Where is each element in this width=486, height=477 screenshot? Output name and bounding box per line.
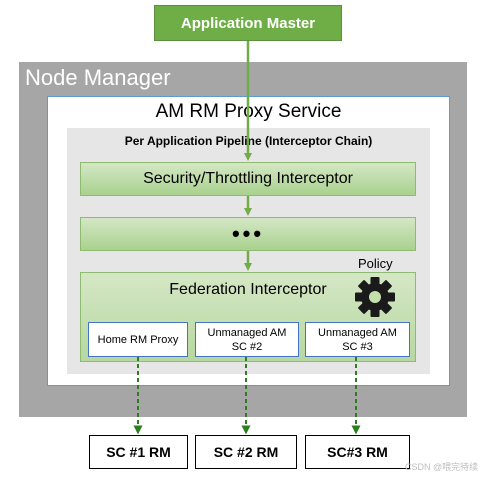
unmanaged-am-sc3-box: Unmanaged AM SC #3 <box>305 322 410 357</box>
sc1-rm-label: SC #1 RM <box>106 444 171 460</box>
unmanaged-am-sc2-line2: SC #2 <box>231 340 263 353</box>
security-interceptor-box: Security/Throttling Interceptor <box>80 162 416 196</box>
unmanaged-am-sc2-line1: Unmanaged AM <box>207 326 287 339</box>
sc3-rm-label: SC#3 RM <box>327 444 388 460</box>
sc3-rm-box: SC#3 RM <box>305 435 410 469</box>
application-master-box: Application Master <box>154 5 342 41</box>
home-rm-proxy-label: Home RM Proxy <box>97 333 179 346</box>
unmanaged-am-sc3-line2: SC #3 <box>342 340 373 353</box>
sc2-rm-box: SC #2 RM <box>195 435 297 469</box>
ellipsis-interceptor-box: ••• <box>80 217 416 251</box>
home-rm-proxy-box: Home RM Proxy <box>88 322 188 357</box>
federation-interceptor-title: Federation Interceptor <box>169 281 327 298</box>
unmanaged-am-sc2-box: Unmanaged AM SC #2 <box>195 322 299 357</box>
security-interceptor-label: Security/Throttling Interceptor <box>143 170 353 187</box>
watermark: CSDN @喂完待续 <box>405 462 479 472</box>
gear-icon <box>355 277 395 317</box>
policy-label: Policy <box>358 256 393 271</box>
sc2-rm-label: SC #2 RM <box>213 444 279 460</box>
application-master-label: Application Master <box>180 14 316 32</box>
sc1-rm-box: SC #1 RM <box>89 435 188 469</box>
node-manager-title: Node Manager <box>25 65 171 90</box>
ellipsis-label: ••• <box>231 221 265 246</box>
unmanaged-am-sc3-line1: Unmanaged AM <box>318 326 397 339</box>
